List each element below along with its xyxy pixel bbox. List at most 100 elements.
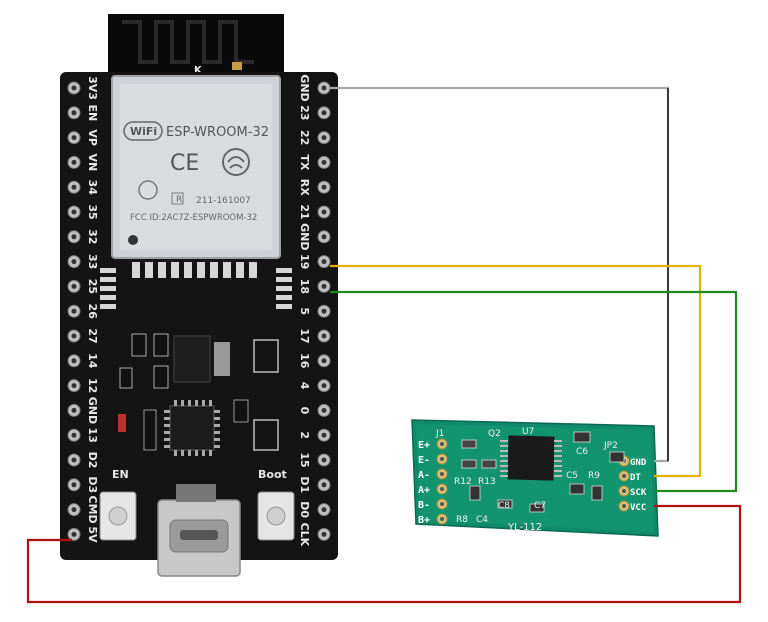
right-pin-label: 22 (298, 130, 311, 145)
hx711-model: YL-112 (507, 522, 542, 533)
left-pin-label: 33 (86, 254, 99, 269)
hx711-component-label: C5 (566, 471, 578, 481)
right-pin-label: 19 (298, 254, 311, 269)
gnd-wire (330, 86, 670, 463)
dt-wire (330, 264, 702, 478)
module-name: ESP-WROOM-32 (166, 125, 269, 140)
right-pin-label: 18 (298, 279, 311, 294)
hx711-right-labels: GND DT SCK VCC (630, 458, 647, 513)
right-pin-label: RX (298, 179, 311, 196)
micro-usb-port[interactable] (157, 484, 241, 577)
right-pin-label: 16 (298, 353, 311, 369)
left-pin-label: GND (86, 397, 99, 424)
left-pin-label: 14 (86, 353, 99, 369)
antenna-pcb (108, 14, 284, 78)
hx711-right-label: GND (630, 458, 647, 468)
hx711-component-label: R13 (478, 477, 496, 487)
boot-button[interactable] (257, 491, 295, 541)
hx711-component-label: U7 (522, 427, 534, 437)
right-pin-header (317, 81, 331, 541)
hx711-component-label: Q2 (488, 429, 501, 439)
left-pin-label: D2 (86, 452, 99, 469)
left-pin-label: 35 (86, 204, 99, 219)
sck-wire (330, 290, 738, 493)
svg-text:WiFi: WiFi (130, 125, 157, 138)
right-pin-label: 17 (298, 328, 311, 343)
left-pin-label: 34 (86, 180, 99, 196)
fcc-id: FCC ID:2AC7Z-ESPWROOM-32 (130, 213, 257, 223)
hx711-left-labels: E+ E- A- A+ B- B+ (418, 440, 430, 526)
hx711-left-holes (436, 438, 448, 525)
hx711-right-label: SCK (630, 488, 647, 498)
hx711-component-label: C4 (476, 515, 488, 525)
vcc-wire (26, 504, 742, 604)
right-pin-label: D0 (298, 501, 311, 518)
hx711-right-label: DT (630, 473, 641, 483)
regulator (173, 335, 211, 383)
right-pin-label: 23 (298, 105, 311, 120)
left-pin-label: VN (86, 154, 99, 172)
left-pin-label: VP (86, 129, 99, 146)
hx711-component-label: R8 (456, 515, 468, 525)
ce-mark: CE (170, 151, 199, 176)
hx711-left-label: A+ (418, 485, 430, 496)
hx711-component-label: JP2 (603, 441, 618, 451)
usb-uart-chip (169, 405, 215, 451)
right-pin-label: TX (298, 154, 311, 171)
hx711-left-label: E- (418, 455, 430, 466)
left-pin-label: 32 (86, 229, 99, 244)
pin1-dot (128, 235, 138, 245)
hx711-right-label: VCC (630, 503, 646, 513)
hx711-component-label: R9 (588, 471, 600, 481)
hx711-component-label: J1 (435, 429, 444, 439)
hx711-left-label: A- (418, 470, 430, 481)
left-pin-label: 25 (86, 279, 99, 294)
chip-pins (164, 400, 220, 456)
en-button[interactable] (99, 491, 137, 541)
right-pin-label: 4 (298, 382, 311, 390)
left-pin-label: 26 (86, 304, 99, 320)
cert-logo: R (138, 180, 184, 205)
right-pin-label: GND (298, 74, 311, 101)
right-pin-label: 15 (298, 452, 311, 467)
left-pin-label: 12 (86, 378, 99, 393)
hx711-left-label: E+ (418, 440, 430, 451)
hx711-component-label: C8 (498, 501, 510, 511)
antenna-trace (122, 20, 254, 64)
cert-code: 211-161007 (196, 196, 251, 206)
en-label: EN (112, 468, 129, 481)
wifi-logo: WiFi (123, 121, 163, 141)
left-pin-header (67, 81, 81, 541)
esp32-devkit-board: K WiFi ESP-WROOM-32 CE R 211-1610 (60, 14, 338, 577)
right-pin-label: CLK (298, 523, 311, 547)
right-pin-label: 0 (298, 407, 311, 415)
left-pin-label: EN (86, 104, 99, 121)
left-pin-label: 5V (86, 526, 99, 543)
wires (26, 86, 742, 604)
svg-text:R: R (176, 195, 182, 205)
left-pin-label: 13 (86, 428, 99, 443)
right-pin-label: 2 (298, 431, 311, 439)
k-mark: K (194, 65, 203, 76)
smd-component (131, 333, 147, 357)
right-pin-label: GND (298, 223, 311, 250)
left-pin-label: D3 (86, 476, 99, 493)
hx711-left-label: B+ (418, 515, 430, 526)
right-pin-label: D1 (298, 476, 311, 493)
hx711-right-holes (618, 455, 630, 512)
left-pin-label: CMD (86, 496, 99, 524)
hx711-component-label: C7 (534, 501, 546, 511)
bluetooth-like-logo (222, 148, 250, 176)
hx711-left-label: B- (418, 500, 430, 511)
right-pin-label: 21 (298, 204, 311, 219)
boot-label: Boot (258, 468, 287, 481)
module-pads (100, 262, 292, 309)
left-pin-label: 27 (86, 328, 99, 343)
left-pin-label: 3V3 (86, 76, 99, 100)
hx711-chip (507, 435, 555, 481)
